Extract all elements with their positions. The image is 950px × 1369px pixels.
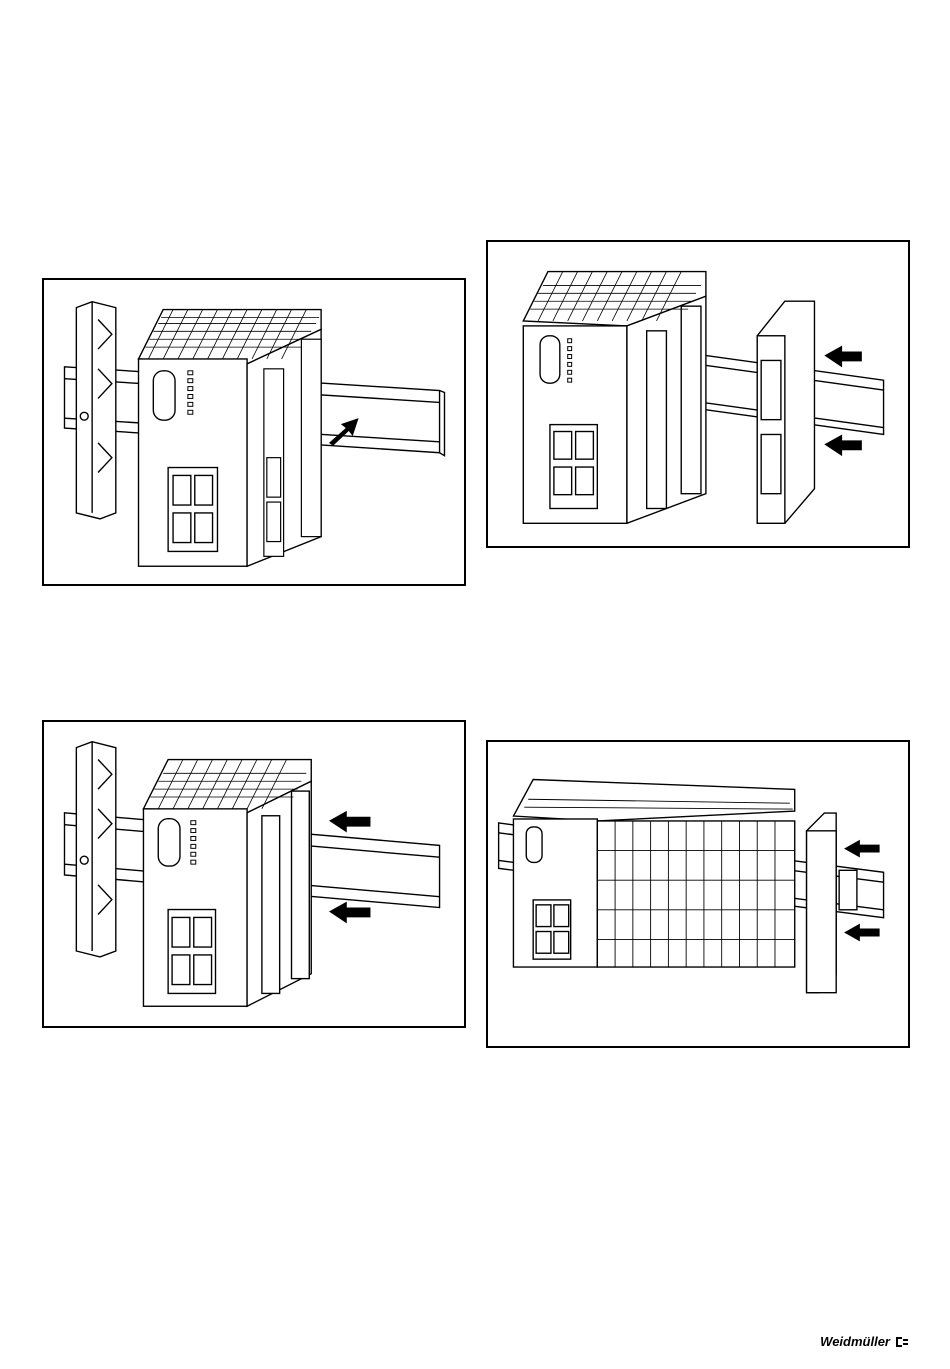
module-push-onto-rail-illustration — [44, 722, 464, 1026]
module-slide-on-illustration — [488, 242, 908, 546]
figure-panel-2 — [486, 240, 910, 548]
figure-panel-4 — [486, 740, 910, 1048]
weidmuller-logo-icon — [894, 1335, 910, 1349]
end-bracket-attach-illustration — [488, 742, 908, 1046]
brand-logo: Weidmüller — [820, 1334, 910, 1349]
figure-panel-3 — [42, 720, 466, 1028]
din-rail-mount-step-1-illustration — [44, 280, 464, 584]
brand-name: Weidmüller — [820, 1334, 890, 1349]
figure-panel-1 — [42, 278, 466, 586]
